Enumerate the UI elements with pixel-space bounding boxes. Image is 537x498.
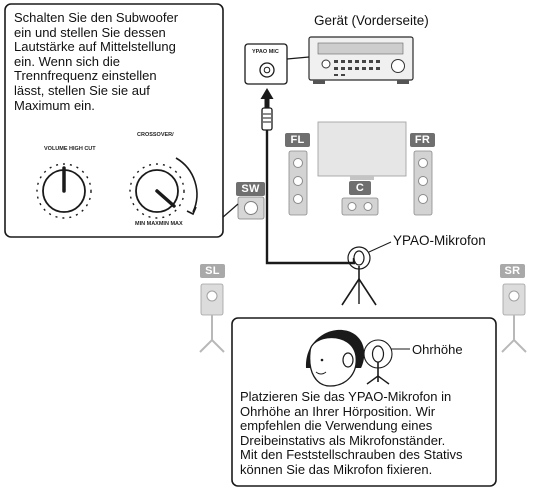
volume-knob xyxy=(36,163,92,219)
subwoofer-note-line: Schalten Sie den Subwoofer xyxy=(14,10,179,25)
placement-note-line: Dreibeinstativs als Mikrofonständer. xyxy=(240,432,446,448)
placement-note-line: Mit den Feststellschrauben des Stativs xyxy=(240,447,463,462)
speaker-tag-sw: SW xyxy=(236,182,265,196)
subwoofer-note-line: lässt, stellen Sie sie auf xyxy=(14,82,150,98)
speaker-c xyxy=(341,197,379,216)
av-receiver xyxy=(308,36,414,84)
subwoofer-note-line: Trennfrequenz einstellen xyxy=(14,68,157,84)
ypao-mic-jack xyxy=(244,43,310,85)
sw-pointer xyxy=(221,203,239,219)
speaker-tag-c: C xyxy=(349,181,371,195)
placement-note-line: Ohrhöhe an Ihrer Hörposition. Wir xyxy=(240,403,436,419)
ypao-mic-tripod xyxy=(341,241,392,306)
speaker-fl xyxy=(288,150,308,216)
placement-note-line: empfehlen die Verwendung eines xyxy=(240,418,433,433)
subwoofer-note-line: ein und stellen Sie dessen xyxy=(14,24,166,40)
person-with-mic xyxy=(305,329,410,387)
placement-note-line: können Sie das Mikrofon fixieren. xyxy=(240,461,433,477)
ypao-mic-jack-label: YPAO MIC xyxy=(252,49,279,55)
speaker-tag-sl: SL xyxy=(200,264,225,278)
speaker-sl xyxy=(199,283,225,353)
subwoofer-note-line: ein. Wenn sich die xyxy=(14,53,120,69)
tv-screen xyxy=(317,121,407,180)
placement-note-box xyxy=(231,317,497,487)
crossover-knob xyxy=(129,157,198,219)
speaker-tag-fr: FR xyxy=(410,133,435,147)
subwoofer-note-text: Schalten Sie den Subwoofer ein und stell… xyxy=(14,10,219,113)
ear-height-label: Ohrhöhe xyxy=(412,342,463,357)
subwoofer-note-line: Maximum ein. xyxy=(14,97,95,113)
placement-note-text: Platzieren Sie das YPAO-Mikrofon in Ohrh… xyxy=(240,389,492,477)
subwoofer-note-line: Lautstärke auf Mittelstellung xyxy=(14,39,176,55)
ypao-mic-label: YPAO-Mikrofon xyxy=(393,233,486,248)
crossover-range-label: MIN MAXMIN MAX xyxy=(135,221,183,227)
speaker-sr xyxy=(501,283,527,353)
speaker-tag-fl: FL xyxy=(285,133,310,147)
speaker-tag-sr: SR xyxy=(500,264,525,278)
placement-note-line: Platzieren Sie das YPAO-Mikrofon in xyxy=(240,389,452,404)
speaker-fr xyxy=(413,150,433,216)
speaker-sw xyxy=(237,196,265,220)
crossover-knob-label: CROSSOVER/ xyxy=(137,132,174,138)
device-title: Gerät (Vorderseite) xyxy=(314,13,429,28)
volume-knob-label: VOLUME HIGH CUT xyxy=(44,146,96,152)
